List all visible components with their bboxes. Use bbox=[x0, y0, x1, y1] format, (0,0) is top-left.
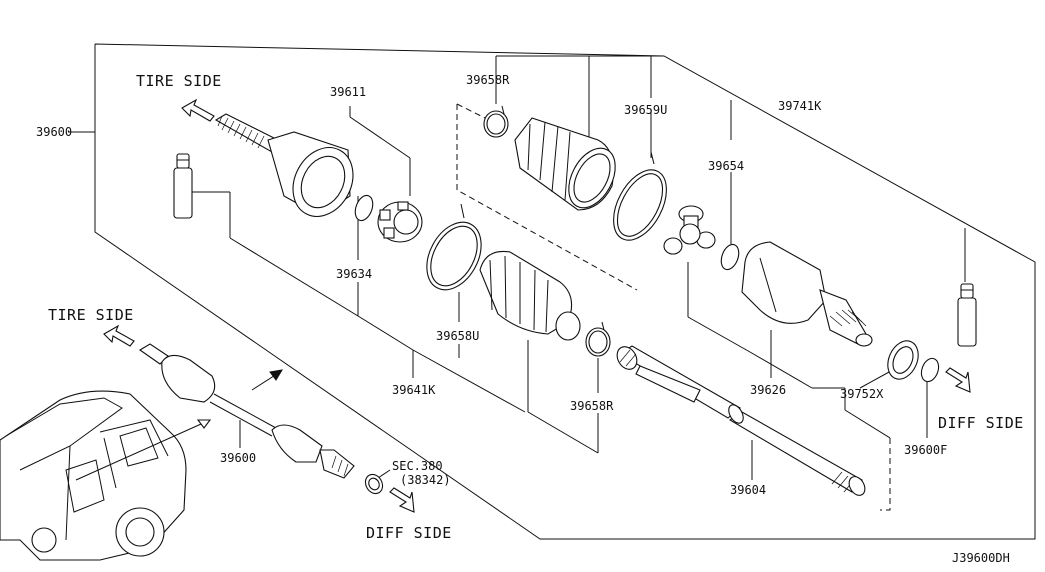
shaft-kit-outline bbox=[880, 438, 891, 511]
bearing-cage bbox=[377, 201, 423, 243]
diff-side-label-upper: DIFF SIDE bbox=[938, 414, 1024, 432]
tire-side-label-upper: TIRE SIDE bbox=[136, 72, 222, 90]
diff-side-label-lower: DIFF SIDE bbox=[366, 524, 452, 542]
snap-ring-39634 bbox=[354, 194, 374, 222]
small-band-39658R-lower bbox=[585, 321, 611, 357]
boot-kit-outline bbox=[456, 103, 638, 291]
arrow-tire-side-icon bbox=[181, 98, 215, 122]
vehicle-icon bbox=[0, 390, 212, 561]
boot-band-39659U bbox=[613, 151, 667, 241]
tire-side-label-lower: TIRE SIDE bbox=[48, 306, 134, 324]
part-label-39658R-top: 39658R bbox=[466, 73, 510, 87]
boot-band-39658U bbox=[426, 203, 482, 291]
part-label-39611: 39611 bbox=[330, 85, 366, 99]
sec-ref-line1: SEC.380 bbox=[392, 459, 443, 473]
spacer-tube-left bbox=[173, 153, 193, 219]
arrow-direction-icon bbox=[251, 369, 283, 391]
circlip-39600F bbox=[920, 357, 940, 383]
assembled-driveshaft bbox=[138, 343, 384, 495]
part-label-39658R-bottom: 39658R bbox=[570, 399, 614, 413]
outer-cv-joint bbox=[214, 113, 354, 217]
part-label-39752X: 39752X bbox=[840, 387, 884, 401]
part-label-39659U: 39659U bbox=[624, 103, 667, 117]
part-label-39654: 39654 bbox=[708, 159, 744, 173]
arrow-tire-side-icon bbox=[103, 324, 135, 347]
part-label-39626: 39626 bbox=[750, 383, 786, 397]
part-label-39600F: 39600F bbox=[904, 443, 947, 457]
sec-ref-line2: (38342) bbox=[400, 473, 451, 487]
part-label-39604: 39604 bbox=[730, 483, 766, 497]
outer-boot bbox=[479, 250, 581, 341]
spacer-tube-right bbox=[957, 283, 977, 347]
tripod-spider bbox=[663, 205, 716, 255]
inner-joint-housing bbox=[741, 241, 873, 347]
part-label-39658U: 39658U bbox=[436, 329, 479, 343]
oil-seal bbox=[887, 340, 919, 380]
snap-ring-39654 bbox=[720, 243, 740, 271]
diagram-code: J39600DH bbox=[952, 551, 1010, 565]
part-label-39600: 39600 bbox=[36, 125, 72, 139]
small-band-39658R-upper bbox=[483, 105, 509, 138]
part-label-39634: 39634 bbox=[336, 267, 372, 281]
drive-shaft bbox=[616, 345, 866, 496]
part-label-39641K: 39641K bbox=[392, 383, 436, 397]
leader-lines bbox=[182, 55, 966, 480]
inner-boot bbox=[514, 117, 616, 211]
arrow-diff-side-icon bbox=[389, 487, 415, 513]
arrow-diff-side-icon bbox=[945, 367, 971, 393]
part-label-39600-lower: 39600 bbox=[220, 451, 256, 465]
part-label-39741K: 39741K bbox=[778, 99, 822, 113]
